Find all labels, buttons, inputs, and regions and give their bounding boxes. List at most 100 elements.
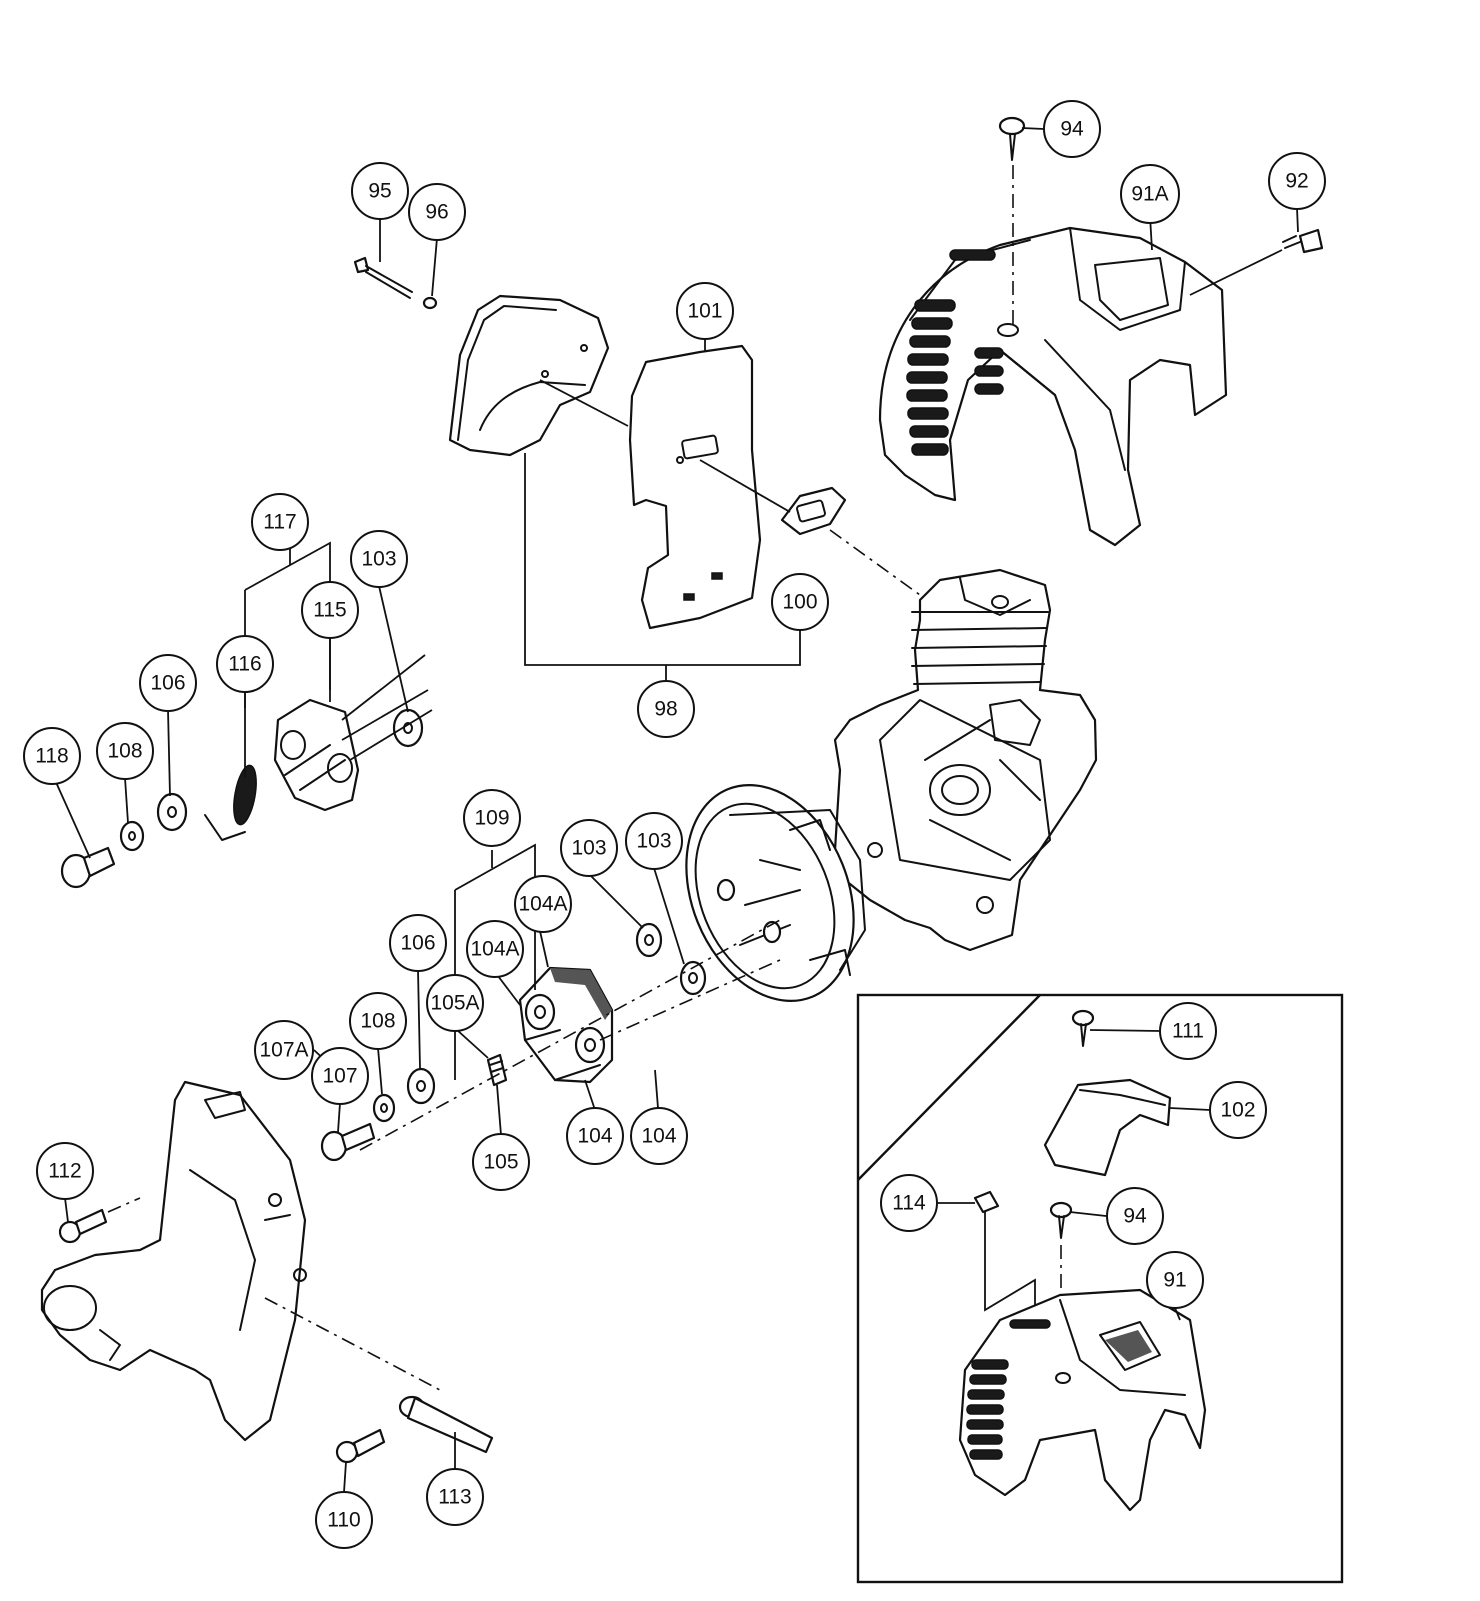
shaft-axis-mid (359, 919, 781, 1151)
engine-cover-91 (958, 1288, 1207, 1512)
inset-diagonal (857, 994, 1041, 1181)
shaft-axis-mid-2 (599, 959, 781, 1041)
svg-text:94: 94 (1060, 118, 1084, 141)
callout-107A: 107A (254, 1020, 314, 1080)
svg-text:118: 118 (35, 745, 68, 768)
svg-text:91: 91 (1163, 1269, 1186, 1292)
callout-98: 98 (637, 680, 695, 738)
inset-frame (856, 993, 1344, 1584)
callout-94: 94 (1043, 100, 1101, 158)
muffler-axis (829, 529, 921, 596)
bracket-113 (398, 1395, 494, 1454)
callout-92: 92 (1268, 152, 1326, 210)
svg-text:98: 98 (654, 698, 677, 721)
svg-text:92: 92 (1285, 170, 1308, 193)
svg-text:100: 100 (782, 591, 817, 614)
callout-110: 110 (315, 1491, 373, 1549)
svg-text:101: 101 (687, 300, 722, 323)
clutch-housing (40, 1080, 307, 1442)
callout-101: 101 (676, 282, 734, 340)
callout-104-b: 104 (630, 1107, 688, 1165)
nipple-105 (486, 1053, 508, 1087)
callout-96: 96 (408, 183, 466, 241)
callout-104A-b: 104A (466, 920, 524, 978)
callout-113: 113 (426, 1468, 484, 1526)
callout-105: 105 (472, 1133, 530, 1191)
callout-106-mid: 106 (389, 914, 447, 972)
bolt-95 (353, 256, 413, 299)
cover-vent-slots (906, 249, 1004, 456)
callout-117: 117 (251, 493, 309, 551)
clutch-shoe-115 (273, 698, 360, 812)
bolt-112 (58, 1197, 141, 1244)
svg-text:114: 114 (892, 1192, 926, 1215)
callout-94-inset: 94 (1106, 1187, 1164, 1245)
svg-text:109: 109 (474, 807, 509, 830)
callout-109: 109 (463, 789, 521, 847)
callout-114: 114 (880, 1174, 938, 1232)
svg-text:105A: 105A (430, 992, 479, 1015)
callout-108-left: 108 (96, 722, 154, 780)
svg-text:103: 103 (636, 830, 671, 853)
washer-108-mid (372, 1093, 396, 1123)
engine-crankcase (833, 568, 1098, 952)
bolt-110 (335, 1428, 386, 1464)
svg-text:104: 104 (641, 1125, 676, 1148)
inset-vent-slots (966, 1319, 1051, 1460)
callout-118: 118 (23, 727, 81, 785)
washer-103-mid-b (679, 960, 707, 996)
svg-text:95: 95 (368, 180, 391, 203)
callout-112: 112 (36, 1142, 94, 1200)
svg-text:102: 102 (1220, 1099, 1255, 1122)
svg-text:94: 94 (1123, 1205, 1147, 1228)
callout-103-mid-a: 103 (560, 819, 618, 877)
callout-102: 102 (1209, 1081, 1267, 1139)
callout-91A: 91A (1120, 164, 1180, 224)
svg-text:108: 108 (360, 1010, 395, 1033)
svg-text:106: 106 (400, 932, 435, 955)
svg-text:96: 96 (425, 201, 448, 224)
bolt-92 (1189, 228, 1324, 296)
bolt-118 (60, 846, 116, 889)
callout-106-left: 106 (139, 654, 197, 712)
svg-text:104: 104 (577, 1125, 612, 1148)
svg-text:108: 108 (107, 740, 142, 763)
svg-text:104A: 104A (518, 893, 567, 916)
washer-103-mid-a (635, 922, 663, 958)
callout-91: 91 (1146, 1251, 1204, 1309)
leader-101-shield (539, 379, 629, 427)
svg-text:103: 103 (361, 548, 396, 571)
washer-108-left (119, 820, 145, 852)
callout-103-mid-b: 103 (625, 812, 683, 870)
callout-105A: 105A (426, 974, 484, 1032)
washer-106-mid (406, 1067, 436, 1105)
shaft-lines-left (341, 654, 433, 761)
callout-95: 95 (351, 162, 409, 220)
svg-text:106: 106 (150, 672, 185, 695)
callout-103-left: 103 (350, 530, 408, 588)
svg-text:105: 105 (483, 1151, 518, 1174)
screw-94-top (998, 116, 1026, 325)
clutch-shoe-104 (518, 966, 614, 1084)
screw-111 (1071, 1009, 1095, 1047)
callout-100: 100 (771, 573, 829, 631)
washer-106-left (156, 792, 188, 832)
leader-lines (54, 127, 1299, 1493)
callout-111: 111 (1159, 1002, 1217, 1060)
cover-102 (1043, 1078, 1172, 1177)
callout-108-mid: 108 (349, 992, 407, 1050)
washer-96 (422, 296, 438, 310)
spring-116 (204, 764, 257, 841)
svg-text:103: 103 (571, 837, 606, 860)
callout-115: 115 (301, 581, 359, 639)
washer-103-left (392, 708, 424, 748)
svg-text:113: 113 (438, 1486, 471, 1509)
callout-104A-a: 104A (514, 875, 572, 933)
svg-text:111: 111 (1172, 1020, 1204, 1043)
callout-107: 107 (311, 1047, 369, 1105)
svg-text:117: 117 (263, 511, 296, 534)
svg-text:116: 116 (228, 653, 261, 676)
svg-text:107: 107 (322, 1065, 357, 1088)
svg-text:91A: 91A (1131, 183, 1168, 206)
